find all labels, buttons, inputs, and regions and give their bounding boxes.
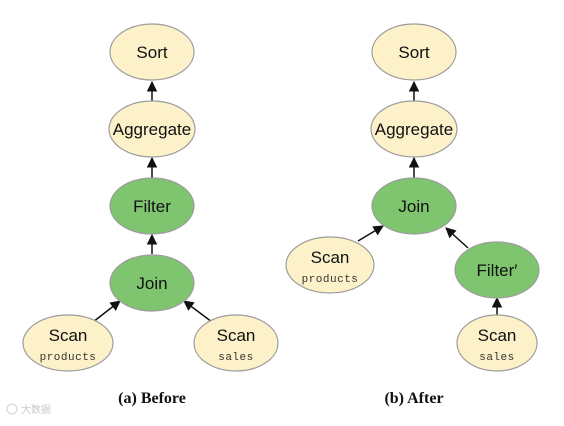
node-aggregate-after: Aggregate [370, 100, 458, 158]
before-caption: (a) Before [118, 390, 186, 407]
node-sort-after: Sort [371, 23, 457, 81]
node-scan-sales-after-table: sales [479, 352, 515, 364]
node-sort: Sort [109, 23, 195, 81]
node-scan-products-after-title: Scan [311, 248, 350, 267]
edge-filter-to-join-after [445, 227, 469, 249]
node-scan-products-after: Scan products [285, 236, 375, 294]
node-join-after-label: Join [398, 197, 429, 216]
watermark-icon [6, 403, 18, 415]
watermark-text: 大数据 [21, 403, 51, 416]
node-filter-after: Filter′ [454, 241, 540, 299]
after-plan: Sort Aggregate Join Scan products Filter… [285, 23, 540, 407]
watermark: 大数据 [6, 403, 51, 416]
node-join: Join [109, 254, 195, 312]
edge-scan-products-to-join-after [357, 225, 384, 242]
node-aggregate-after-label: Aggregate [375, 120, 453, 139]
node-filter-after-label: Filter′ [477, 261, 518, 280]
edge-scan-products-to-join [92, 300, 121, 323]
node-scan-sales-after: Scan sales [456, 314, 538, 372]
before-plan: Sort Aggregate Filter Join Scan products… [22, 23, 279, 407]
node-filter-label: Filter [133, 197, 171, 216]
node-scan-products: Scan products [22, 314, 114, 372]
after-caption: (b) After [384, 390, 443, 407]
node-join-label: Join [136, 274, 167, 293]
node-aggregate: Aggregate [108, 100, 196, 158]
node-scan-sales: Scan sales [193, 314, 279, 372]
node-scan-sales-table: sales [218, 352, 254, 364]
node-aggregate-label: Aggregate [113, 120, 191, 139]
edge-scan-sales-to-join [183, 300, 213, 323]
node-sort-after-label: Sort [398, 43, 429, 62]
node-join-after: Join [371, 177, 457, 235]
node-filter: Filter [109, 177, 195, 235]
node-scan-products-title: Scan [49, 326, 88, 345]
node-scan-products-after-table: products [302, 274, 359, 286]
node-sort-label: Sort [136, 43, 167, 62]
node-scan-sales-after-title: Scan [478, 326, 517, 345]
node-scan-products-table: products [40, 352, 97, 364]
node-scan-sales-title: Scan [217, 326, 256, 345]
